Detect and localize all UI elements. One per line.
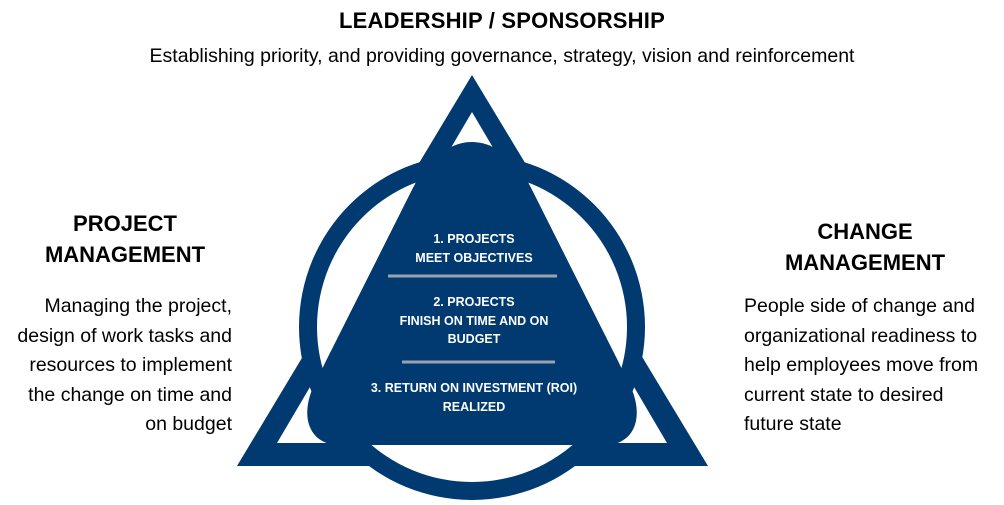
project-management-title-line2: MANAGEMENT (44, 242, 206, 267)
pm-desc-line: resources to implement (29, 354, 232, 376)
project-management-description: Managing the project, design of work tas… (0, 292, 232, 440)
change-management-title-line2: MANAGEMENT (784, 250, 946, 275)
outcome-2-line1: 2. PROJECTS (433, 295, 515, 309)
change-management-title: CHANGE MANAGEMENT (760, 216, 970, 278)
pm-desc-line: the change on time and (28, 383, 232, 406)
leadership-title: LEADERSHIP / SPONSORSHIP (339, 8, 665, 33)
cm-desc-line: future state (744, 413, 842, 435)
outcome-1-line2: MEET OBJECTIVES (415, 250, 533, 265)
change-management-description: People side of change and organizational… (744, 292, 1002, 440)
center-blob-inner (320, 175, 624, 445)
outcome-2-line3: BUDGET (447, 332, 501, 346)
cm-desc-line: organizational readiness to (744, 324, 978, 347)
pm-desc-line: on budget (145, 413, 232, 435)
pm-desc-line: design of work tasks and (17, 324, 232, 347)
outcome-2-line2: FINISH ON TIME AND ON (399, 313, 549, 328)
change-management-title-line1: CHANGE (817, 219, 913, 244)
cm-desc-line: People side of change and (744, 295, 975, 317)
outcome-projects-on-time-budget: 2. PROJECTS FINISH ON TIME AND ON BUDGET (364, 293, 584, 349)
outcome-3-line2: REALIZED (442, 399, 506, 414)
project-management-title-line1: PROJECT (73, 211, 177, 236)
leadership-description: Establishing priority, and providing gov… (149, 45, 855, 67)
outcome-1-line1: 1. PROJECTS (433, 232, 515, 246)
outcome-3-line1: 3. RETURN ON INVESTMENT (ROI) (370, 381, 578, 395)
cm-desc-line: help employees move from (744, 354, 979, 376)
pm-desc-line: Managing the project, (44, 295, 232, 317)
project-management-title: PROJECT MANAGEMENT (20, 208, 230, 270)
cm-desc-line: current state to desired (744, 383, 944, 406)
outcome-projects-meet-objectives: 1. PROJECTS MEET OBJECTIVES (364, 230, 584, 267)
outcome-roi-realized: 3. RETURN ON INVESTMENT (ROI) REALIZED (364, 379, 584, 416)
